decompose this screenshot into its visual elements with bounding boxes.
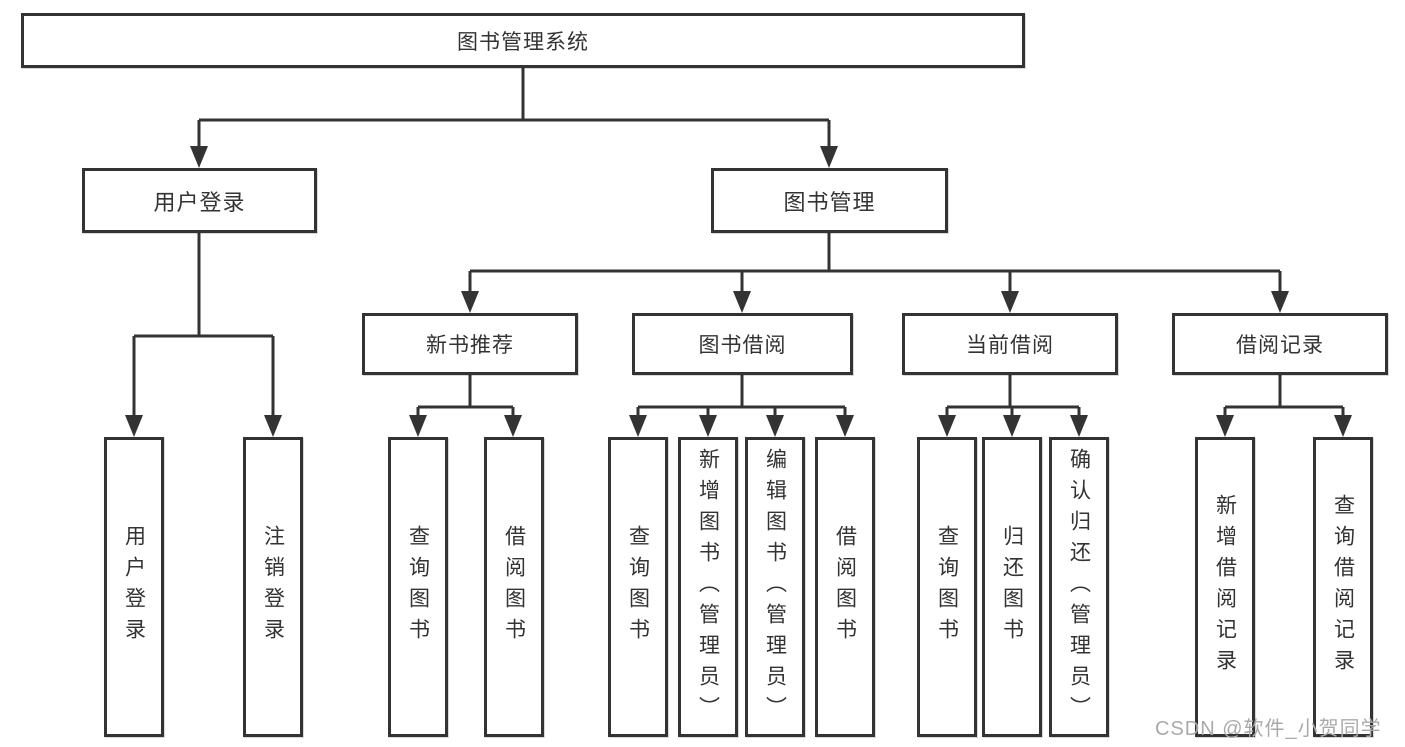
leaf-br-add-record-label: 新增借阅记录 (1213, 494, 1237, 680)
leaf-logout-login: 注销登录 (243, 437, 303, 737)
leaf-nb-query-books: 查询图书 (388, 437, 448, 737)
leaf-cb-return-books-label: 归还图书 (1000, 525, 1024, 649)
leaf-bb-add-books-admin-label: 新增图书（管理员） (696, 447, 720, 727)
leaf-nb-query-books-label: 查询图书 (406, 525, 430, 649)
leaf-bb-query-books-label: 查询图书 (626, 525, 650, 649)
leaf-br-add-record: 新增借阅记录 (1195, 437, 1255, 737)
leaf-user-login: 用户登录 (104, 437, 164, 737)
csdn-watermark: CSDN @软件_小贺同学 (1155, 718, 1382, 740)
leaf-bb-query-books: 查询图书 (608, 437, 668, 737)
leaf-bb-edit-books-admin-label: 编辑图书（管理员） (763, 447, 787, 727)
leaf-cb-confirm-return-admin-label: 确认归还（管理员） (1067, 447, 1091, 727)
node-borrow-records-label: 借阅记录 (1236, 334, 1324, 357)
leaf-cb-query-books-label: 查询图书 (935, 525, 959, 649)
node-user-login-label: 用户登录 (153, 189, 246, 215)
leaf-bb-borrow-books: 借阅图书 (815, 437, 875, 737)
leaf-nb-borrow-books-label: 借阅图书 (502, 525, 526, 649)
leaf-cb-query-books: 查询图书 (917, 437, 977, 737)
leaf-logout-login-label: 注销登录 (261, 525, 285, 649)
node-new-book-recommend-label: 新书推荐 (426, 334, 514, 357)
leaf-user-login-label: 用户登录 (122, 525, 146, 649)
arrowhead-icons (125, 146, 1352, 437)
node-new-book-recommend: 新书推荐 (362, 313, 578, 375)
leaf-bb-add-books-admin: 新增图书（管理员） (678, 437, 738, 737)
leaf-br-query-record: 查询借阅记录 (1313, 437, 1373, 737)
node-current-borrow-label: 当前借阅 (966, 334, 1054, 357)
leaf-cb-return-books: 归还图书 (982, 437, 1042, 737)
leaf-nb-borrow-books: 借阅图书 (484, 437, 544, 737)
node-book-management-label: 图书管理 (783, 189, 876, 215)
node-root-system: 图书管理系统 (21, 13, 1025, 68)
leaf-cb-confirm-return-admin: 确认归还（管理员） (1049, 437, 1109, 737)
node-root-system-label: 图书管理系统 (457, 30, 589, 54)
node-user-login: 用户登录 (82, 168, 317, 233)
node-book-borrow-label: 图书借阅 (698, 334, 787, 357)
node-book-management: 图书管理 (711, 168, 948, 233)
leaf-bb-borrow-books-label: 借阅图书 (833, 525, 857, 649)
node-current-borrow: 当前借阅 (902, 313, 1118, 375)
node-borrow-records: 借阅记录 (1172, 313, 1388, 375)
leaf-br-query-record-label: 查询借阅记录 (1331, 494, 1355, 680)
node-book-borrow: 图书借阅 (632, 313, 853, 375)
leaf-bb-edit-books-admin: 编辑图书（管理员） (745, 437, 805, 737)
